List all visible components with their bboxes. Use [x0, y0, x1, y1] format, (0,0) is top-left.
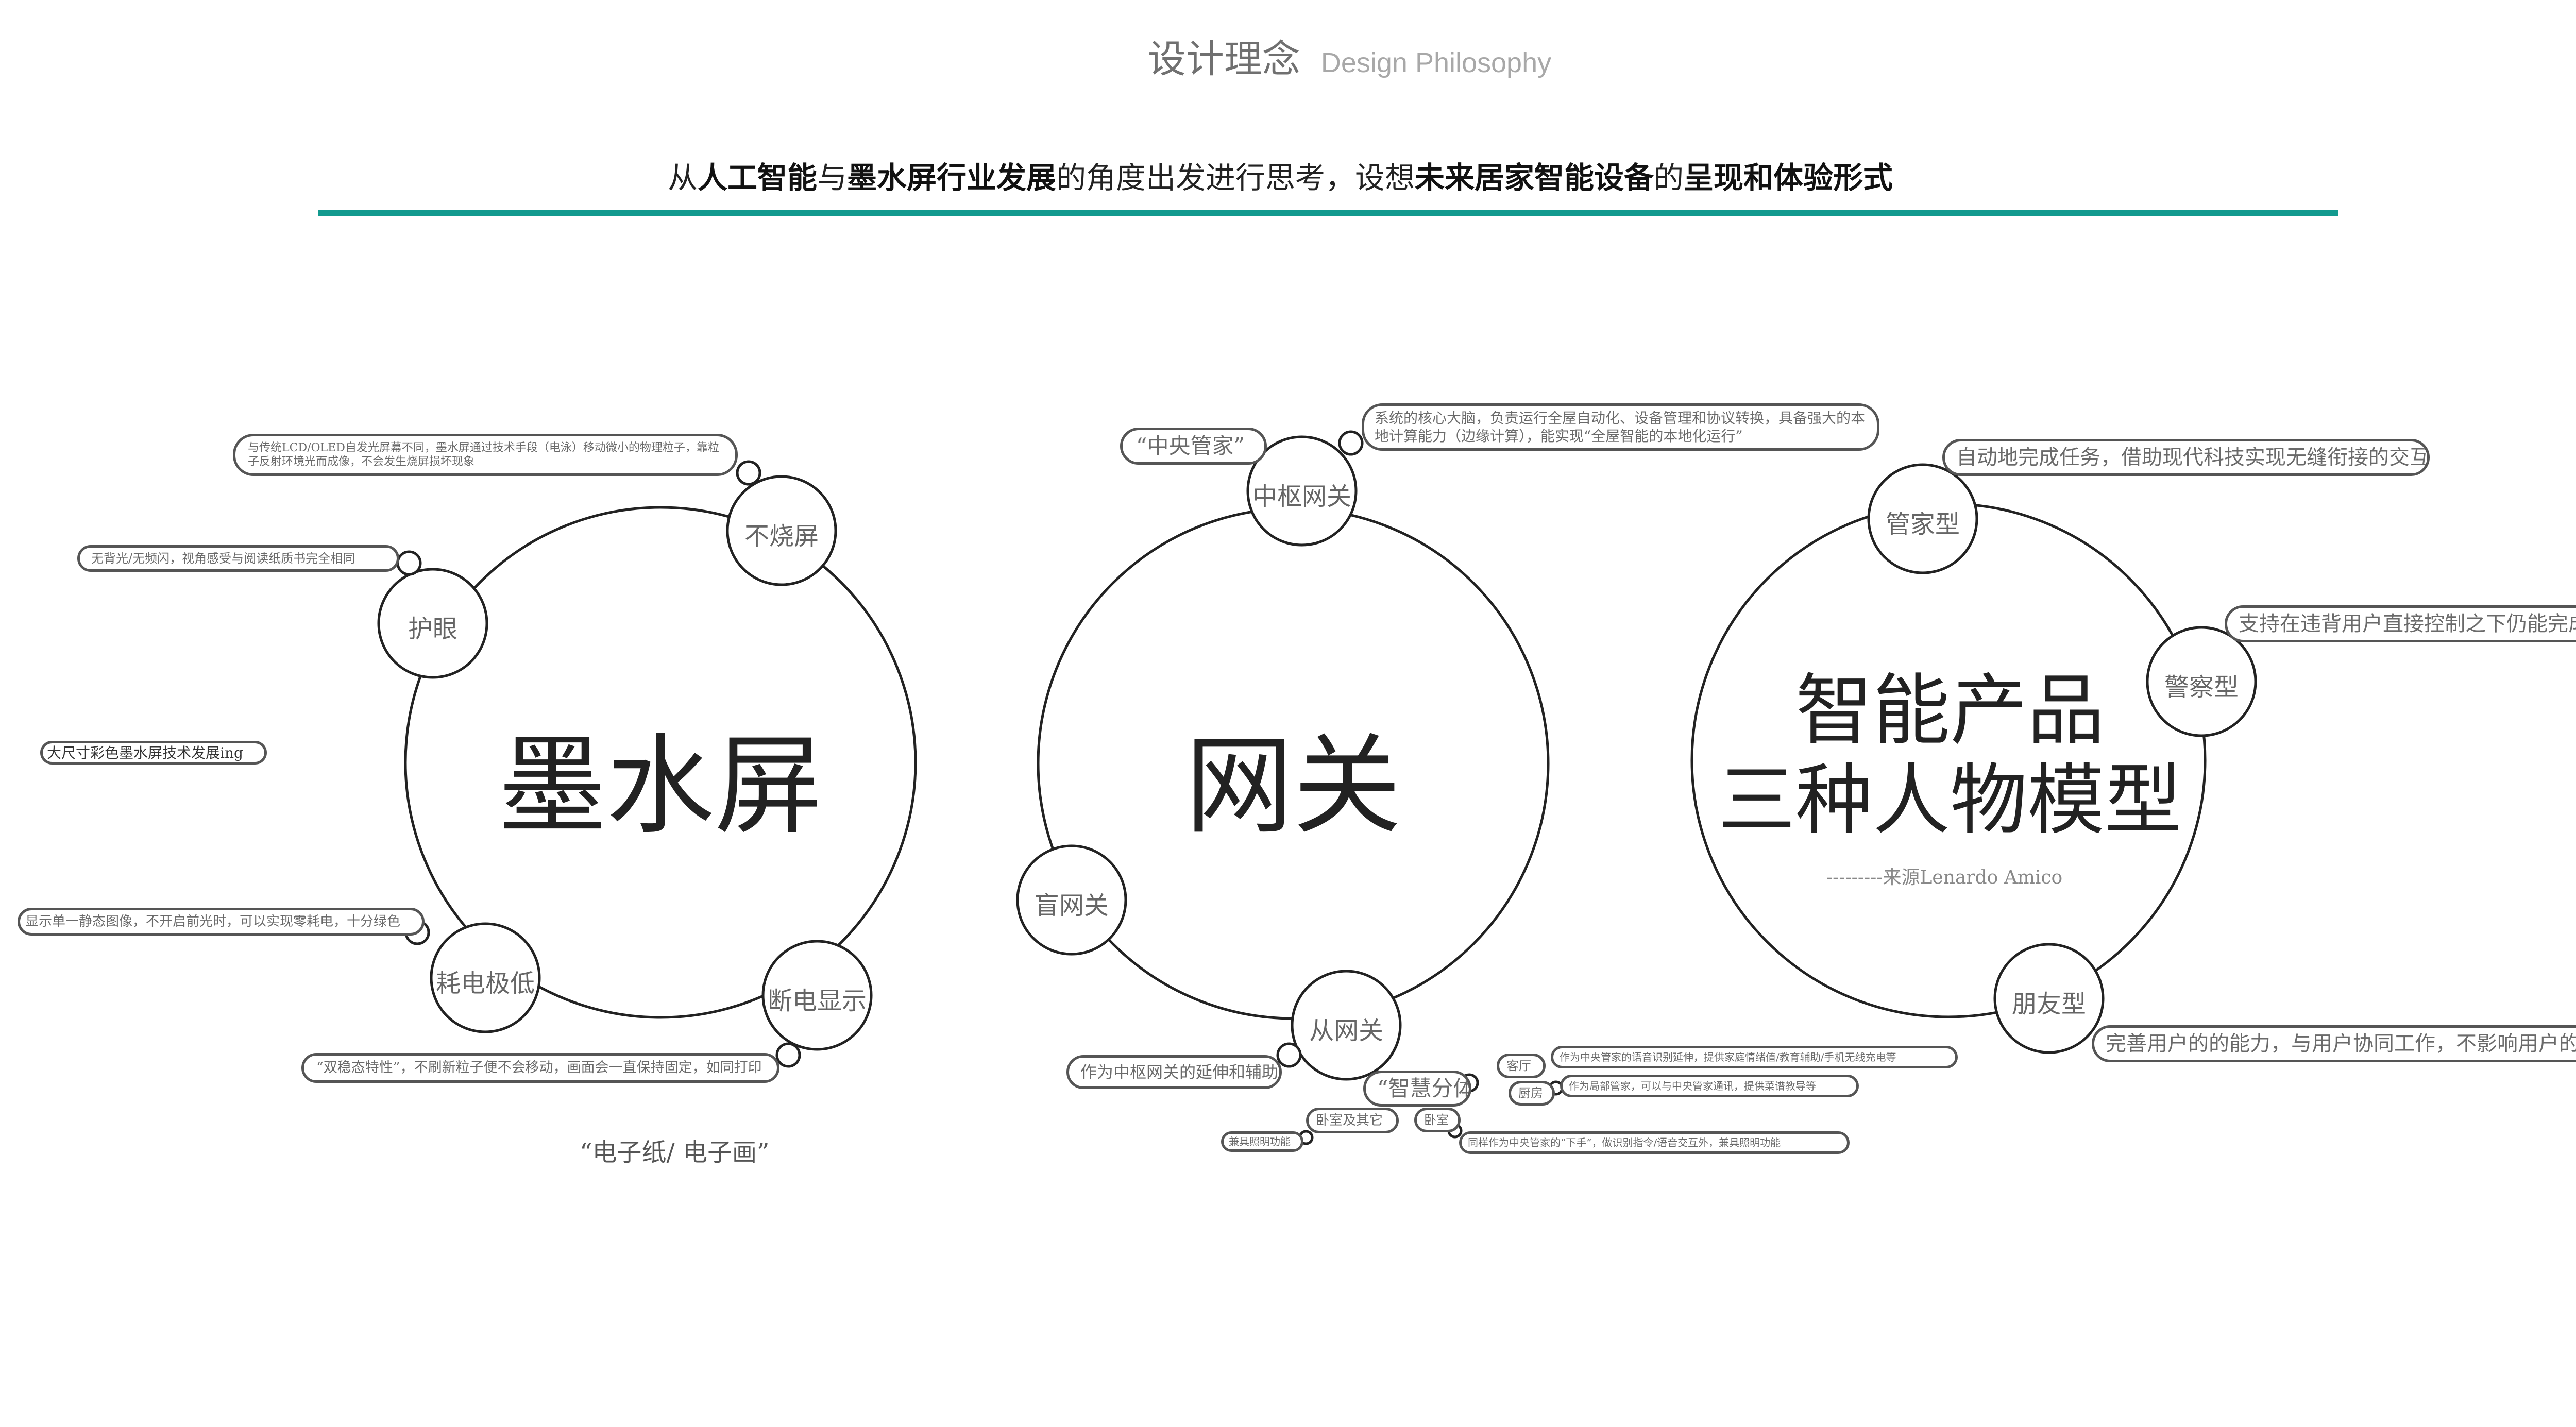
subtitle-part: 的: [1654, 160, 1684, 195]
header-divider: [318, 210, 2338, 216]
eink-node-circle-eye-care: [377, 568, 488, 679]
eink-main-circle: [404, 506, 917, 1019]
gateway-node-circle-sub: [1291, 970, 1402, 1081]
page-title-english: Design Philosophy: [1320, 47, 1552, 78]
eink-center-label: 墨水屏: [498, 723, 823, 849]
gateway-center-label: 网关: [1184, 723, 1401, 849]
gateway-room-study-note: 兼具照明功能: [1221, 1131, 1303, 1152]
gateway-room-kitchen-note: 作为局部管家，可以与中央管家通讯，提供菜谱教导等: [1560, 1075, 1859, 1097]
subtitle-part: 与: [817, 160, 847, 195]
products-node-friend: 朋友型: [2011, 990, 2086, 1018]
eink-footer: “电子纸/ 电子画”: [580, 1138, 770, 1167]
eink-note-no-burn: 与传统LCD/OLED自发光屏幕不同，墨水屏通过技术手段（电泳）移动微小的物理粒…: [233, 434, 738, 476]
gateway-room-kitchen: 厨房: [1509, 1081, 1555, 1106]
eink-node-no-burn: 不烧屏: [744, 522, 819, 551]
gateway-hub-alias: “中央管家”: [1120, 428, 1267, 465]
subtitle-part: 从: [667, 160, 698, 195]
gateway-room-bedroom-note: 同样作为中央管家的“下手”，做识别指令/语音交互外，兼具照明功能: [1459, 1131, 1850, 1154]
gateway-room-bedroom: 卧室: [1414, 1108, 1461, 1132]
gateway-room-study: 卧室及其它: [1306, 1108, 1399, 1133]
subtitle-part-bold: 未来居家智能设备: [1415, 160, 1654, 195]
products-note-police: 支持在违背用户直接控制之下仍能完成设定目标: [2225, 605, 2576, 642]
products-node-circle-police: [2146, 626, 2257, 737]
gateway-node-circle-hub: [1246, 435, 1358, 547]
gateway-smart-split: “智慧分体”: [1363, 1071, 1471, 1107]
gateway-hub-note: 系统的核心大脑，负责运行全屋自动化、设备管理和协议转换，具备强大的本地计算能力（…: [1362, 403, 1879, 451]
products-note-friend: 完善用户的的能力，与用户协同工作，不影响用户的最终决策: [2092, 1025, 2576, 1062]
products-node-circle-friend: [1993, 943, 2105, 1054]
gateway-room-living-note: 作为中央管家的语音识别延伸，提供家庭情绪值/教育辅助/手机无线充电等: [1551, 1046, 1958, 1068]
eink-note-low-power: 显示单一静态图像，不开启前光时，可以实现零耗电，十分绿色: [18, 908, 425, 936]
gateway-node-sub: 从网关: [1309, 1016, 1383, 1045]
page-subtitle: 从人工智能与墨水屏行业发展的角度出发进行思考，设想未来居家智能设备的呈现和体验形…: [0, 154, 2561, 197]
products-source: ---------来源Lenardo Amico: [1826, 867, 2063, 888]
products-center-line2: 三种人物模型: [1718, 756, 2182, 845]
products-node-police: 警察型: [2164, 673, 2239, 702]
eink-note-eye-care: 无背光/无频闪，视角感受与阅读纸质书完全相同: [77, 545, 399, 572]
page-title: 设计理念: [1147, 37, 1300, 81]
products-center-line1: 智能产品: [1795, 666, 2105, 756]
eink-node-power-off: 断电显示: [767, 987, 867, 1015]
gateway-node-hub: 中枢网关: [1252, 482, 1351, 511]
subtitle-part-bold: 呈现和体验形式: [1684, 160, 1893, 195]
page-header: 设计理念 Design Philosophy: [0, 28, 2576, 83]
gateway-room-living: 客厅: [1497, 1054, 1546, 1078]
eink-node-circle-power-off: [761, 940, 873, 1051]
eink-note-power-off: “双稳态特性”，不刷新粒子便不会移动，画面会一直保持固定，如同打印: [301, 1053, 779, 1083]
gateway-node-blind: 盲网关: [1034, 891, 1109, 920]
eink-node-circle-no-burn: [726, 475, 837, 586]
eink-node-eye-care: 护眼: [408, 615, 457, 643]
eink-node-circle-low-power: [430, 922, 541, 1033]
products-node-circle-butler: [1867, 463, 1978, 574]
products-node-butler: 管家型: [1885, 510, 1960, 539]
gateway-node-circle-blind: [1016, 844, 1127, 956]
subtitle-part-bold: 墨水屏行业发展: [846, 160, 1056, 195]
products-note-butler: 自动地完成任务，借助现代科技实现无缝衔接的交互: [1942, 439, 2430, 476]
eink-note-trend: 大尺寸彩色墨水屏技术发展ing: [40, 741, 267, 765]
eink-node-low-power: 耗电极低: [435, 969, 535, 998]
subtitle-part: 的角度出发进行思考，设想: [1056, 160, 1415, 195]
gateway-sub-note: 作为中枢网关的延伸和辅助: [1066, 1055, 1282, 1089]
subtitle-part-bold: 人工智能: [697, 160, 817, 195]
